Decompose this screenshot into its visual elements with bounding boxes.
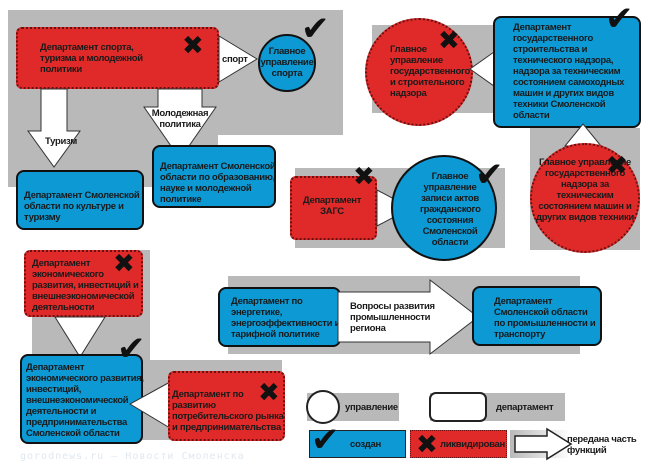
dept-econ-old-label: Департамент экономического развития, инв…	[32, 258, 139, 313]
dept-sport-label: Департамент спорта, туризма и молодежной…	[40, 42, 143, 75]
dept-industry-label: Департамент Смоленской области по промыш…	[494, 296, 596, 340]
dept-econ-old-box	[24, 250, 143, 317]
dept-construction-label: Департамент государственного строительст…	[513, 22, 625, 121]
dept-culture-label: Департамент Смоленской области по культу…	[24, 190, 140, 223]
legend-management-circle	[306, 390, 340, 424]
legend-created-box	[309, 430, 406, 458]
arrow-tourism	[27, 88, 81, 168]
dept-construction-box	[493, 16, 641, 128]
dept-education-label: Департамент Смоленской области по образо…	[160, 161, 276, 205]
x-mark-icon: ✖	[182, 31, 204, 61]
dept-zags-label: Департамент ЗАГС	[302, 195, 362, 217]
arrow-youth-label: Молодежная политика	[151, 108, 209, 130]
dept-zags-box	[290, 176, 377, 240]
dept-econ-new-label: Департамент экономического развития, инв…	[26, 362, 144, 439]
legend-management-label: управление	[345, 402, 398, 413]
legend-liquidated-label: ликвидирован	[440, 439, 505, 450]
arrow-sport-label: спорт	[222, 54, 248, 65]
check-mark-icon: ✔	[117, 329, 146, 369]
x-mark-icon: ✖	[113, 249, 135, 279]
gu-zags-label: Главное управление записи актов гражданс…	[420, 171, 481, 248]
legend-created-label: создан	[350, 439, 381, 450]
arrow-youth	[143, 88, 217, 160]
check-mark-icon: ✔	[475, 155, 504, 195]
x-mark-icon: ✖	[416, 430, 438, 460]
dept-sport-box	[16, 27, 219, 89]
x-mark-icon: ✖	[258, 378, 280, 408]
dept-market-box	[168, 371, 285, 441]
watermark: gorodnews.ru — Новости Смоленска	[20, 451, 245, 462]
arrow-industry	[337, 278, 479, 356]
dept-econ-new-box	[20, 354, 143, 444]
gu-sport-label: Главное управление спорта	[260, 46, 314, 79]
gu-tech-label: Главное управление государственного надз…	[536, 157, 634, 223]
check-mark-icon: ✔	[311, 420, 340, 460]
legend-transferred-label: передана часть функций	[567, 434, 637, 456]
legend-transferred-arrow	[514, 427, 573, 461]
dept-market-label: Департамент по развитию потребительского…	[172, 389, 284, 433]
x-mark-icon: ✖	[606, 151, 628, 181]
x-mark-icon: ✖	[353, 162, 375, 192]
dept-energy-label: Департамент по энергетике, энергоэффекти…	[231, 296, 341, 340]
gu-zags-circle	[391, 155, 497, 261]
arrow-economy-down	[54, 316, 106, 358]
check-mark-icon: ✔	[301, 9, 330, 49]
x-mark-icon: ✖	[438, 26, 460, 56]
arrow-tourism-label: Туризм	[45, 136, 77, 147]
gu-tech-circle	[530, 143, 640, 253]
arrow-market	[128, 381, 171, 429]
dept-education-box	[152, 145, 276, 208]
dept-culture-box	[16, 170, 144, 230]
dept-energy-box	[218, 287, 341, 347]
gu-construction-circle	[365, 18, 473, 126]
gu-construction-label: Главное управление государственного и ст…	[390, 44, 471, 99]
legend-liquidated-box	[410, 430, 507, 458]
arrow-industry-label: Вопросы развития промышленности региона	[350, 301, 435, 334]
check-mark-icon: ✔	[605, 0, 634, 39]
gu-sport-circle	[258, 34, 316, 92]
legend-department-box	[429, 392, 487, 422]
legend-department-label: департамент	[496, 402, 554, 413]
arrow-sport	[218, 35, 258, 83]
dept-industry-box	[472, 286, 602, 346]
